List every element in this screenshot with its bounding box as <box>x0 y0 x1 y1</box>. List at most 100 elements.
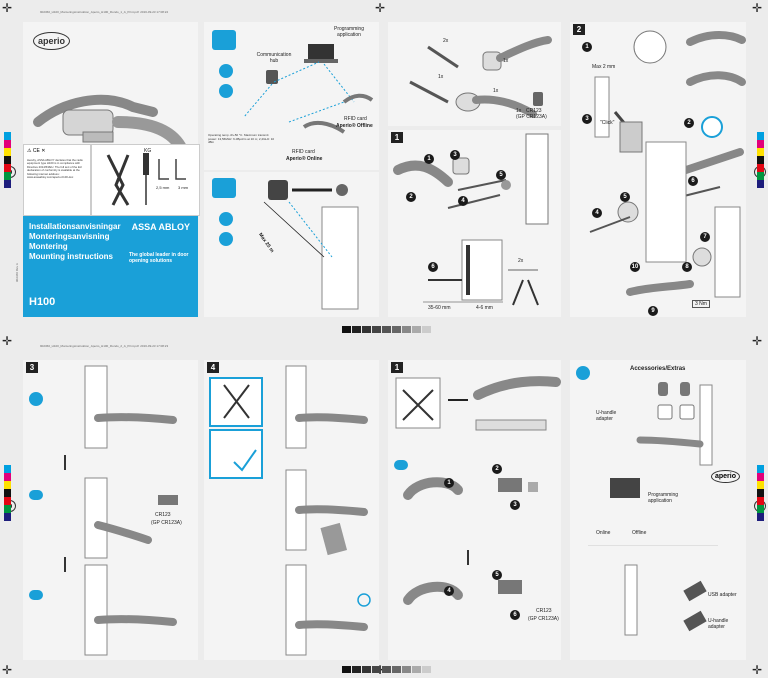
crop-mark: ✛ <box>752 334 763 348</box>
screwdriver-icon <box>143 153 149 205</box>
crop-mark: ✛ <box>2 334 13 348</box>
door-lock-icon <box>212 178 236 198</box>
offline-label: Offline <box>632 530 647 536</box>
accessories-sheet: Accessories/Extras U-handle adapter aper… <box>570 360 746 660</box>
step-4-sheet: 4 <box>204 360 379 660</box>
crop-mark: ✛ <box>375 1 386 15</box>
file-name: 902360_H100_Monteringsinstruktion_Aperio… <box>40 344 139 348</box>
step-badge-5: 5 <box>620 192 630 202</box>
hex-key-icon <box>158 159 186 180</box>
title-panel: Installationsanvisningar Monteringsanvis… <box>23 216 198 317</box>
distance-diagram <box>263 180 359 310</box>
step-number: 1 <box>391 132 403 143</box>
programming-app-label: Programming application <box>648 492 679 504</box>
battery-alt-label: (GP CR123A) <box>151 520 182 526</box>
tagline: The global leader in door opening soluti… <box>129 252 189 264</box>
specs-text: Operating temp -0/+50 °C. Maximum transm… <box>208 133 275 145</box>
file-icon <box>219 212 233 226</box>
qty-1x-b: 1x <box>438 74 444 80</box>
step-1-illustration <box>393 133 549 306</box>
tools-box: KG 2,5 mm 3 mm <box>91 144 200 216</box>
file-header-bottom: 902360_H100_Monteringsinstruktion_Aperio… <box>40 344 168 348</box>
dimension-b: 4-6 mm <box>476 305 493 311</box>
parts-illustration <box>409 36 552 118</box>
step-badge-1: 1 <box>444 478 454 488</box>
battery-label: CR123 <box>536 608 552 614</box>
battery-change-sheet: 1 1 2 3 4 5 6 CR123 (GP CR123A) <box>388 360 561 660</box>
hub-icon <box>266 70 278 84</box>
battery-alt-label: (GP CR123A) <box>528 616 559 622</box>
ce-marks: ⚠ CE ✕ <box>27 148 46 154</box>
laptop-icon <box>304 44 338 63</box>
click-label: "Click" <box>600 120 615 126</box>
pliers-icon <box>106 154 130 206</box>
step-4-illustration <box>209 365 371 656</box>
title-danish: Montering <box>29 242 68 251</box>
battery-icon <box>394 460 408 470</box>
system-overview-sheet: Programming application Communication hu… <box>204 22 379 170</box>
usb-adapter-label: USB adapter <box>708 592 737 598</box>
file-header-top: 902360_H100_Monteringsinstruktion_Aperio… <box>40 10 168 14</box>
step-badge-3: 3 <box>582 114 592 124</box>
step-badge-3: 3 <box>450 150 460 160</box>
qty-1x-a: 1x <box>503 58 509 64</box>
torque-label: 3 Nm <box>692 300 710 308</box>
battery-change-illustration <box>395 376 561 605</box>
no-entry-icon <box>29 392 43 406</box>
u-handle-adapter-label-2: U-handle adapter <box>708 618 729 630</box>
add-icon <box>576 366 590 380</box>
accessories-title: Accessories/Extras <box>630 366 686 372</box>
battery-label: CR123 <box>155 512 171 518</box>
qty-1x-c: 1x <box>493 88 499 94</box>
compliance-box: ⚠ CE ✕ Hereby, ASSA ABLOY declares that … <box>23 144 91 216</box>
step-badge-4: 4 <box>592 208 602 218</box>
step-2-illustration <box>589 30 746 298</box>
label-rfid-online: RFID card <box>292 149 315 155</box>
step-2-sheet: 2 1 2 3 4 5 6 7 8 9 10 Max 2 mm "Clic <box>570 22 746 317</box>
qty-2x: 2x <box>518 258 524 264</box>
step-badge-1: 1 <box>424 154 434 164</box>
tool-label-3: 3 mm <box>178 185 188 190</box>
color-bar-left-top <box>4 132 11 188</box>
step-badge-3: 3 <box>510 500 520 510</box>
model-name: H100 <box>29 296 56 308</box>
aperio-logo: aperio <box>33 32 71 50</box>
tool-label-25: 2,5 mm <box>156 185 170 190</box>
battery-alt-label: (GP CR123A) <box>516 114 547 120</box>
color-bar-right-bottom <box>757 465 764 521</box>
color-bar-right-top <box>757 132 764 188</box>
step-3-illustration <box>64 365 178 656</box>
title-english: Mounting instructions <box>29 252 113 261</box>
step-3-sheet: 3 CR123 (GP CR123A) <box>23 360 198 660</box>
battery-icon <box>29 590 43 600</box>
step-badge-8: 8 <box>682 262 692 272</box>
dimension-a: 35-60 mm <box>428 305 451 311</box>
step-badge-9: 9 <box>648 306 658 316</box>
step-badge-10: 10 <box>630 262 640 272</box>
label-programming-app: Programming application <box>333 26 364 38</box>
step-badge-2: 2 <box>406 192 416 202</box>
battery-qty: 1x <box>516 108 522 114</box>
grayscale-bar-bottom <box>342 666 431 673</box>
step-badge-6: 6 <box>688 176 698 186</box>
step-badge-1: 1 <box>582 42 592 52</box>
compliance-text: Hereby, ASSA ABLOY declares that the rad… <box>27 158 83 180</box>
step-number: 4 <box>207 362 219 373</box>
step-badge-6: 6 <box>428 262 438 272</box>
max-gap-label: Max 2 mm <box>592 64 616 70</box>
step-badge-7: 7 <box>700 232 710 242</box>
online-label: Online <box>596 530 611 536</box>
card-icon <box>219 84 233 98</box>
step-badge-2: 2 <box>492 464 502 474</box>
label-aperio-online: Aperio® Online <box>286 156 323 162</box>
step-badge-2: 2 <box>684 118 694 128</box>
file-date: 2016-09-23 17:08:23 <box>140 344 169 348</box>
file-date: 2016-09-23 17:08:22 <box>140 10 169 14</box>
package-contents-sheet: 2x 1x 1x 1x 1x CR123 (GP CR123A) <box>388 22 561 126</box>
step-number: 1 <box>391 362 403 373</box>
u-handle-adapter-label: U-handle adapter <box>596 410 617 422</box>
step-badge-4: 4 <box>444 586 454 596</box>
distance-sheet: Max 25 m <box>204 172 379 317</box>
battery-icon <box>29 490 43 500</box>
